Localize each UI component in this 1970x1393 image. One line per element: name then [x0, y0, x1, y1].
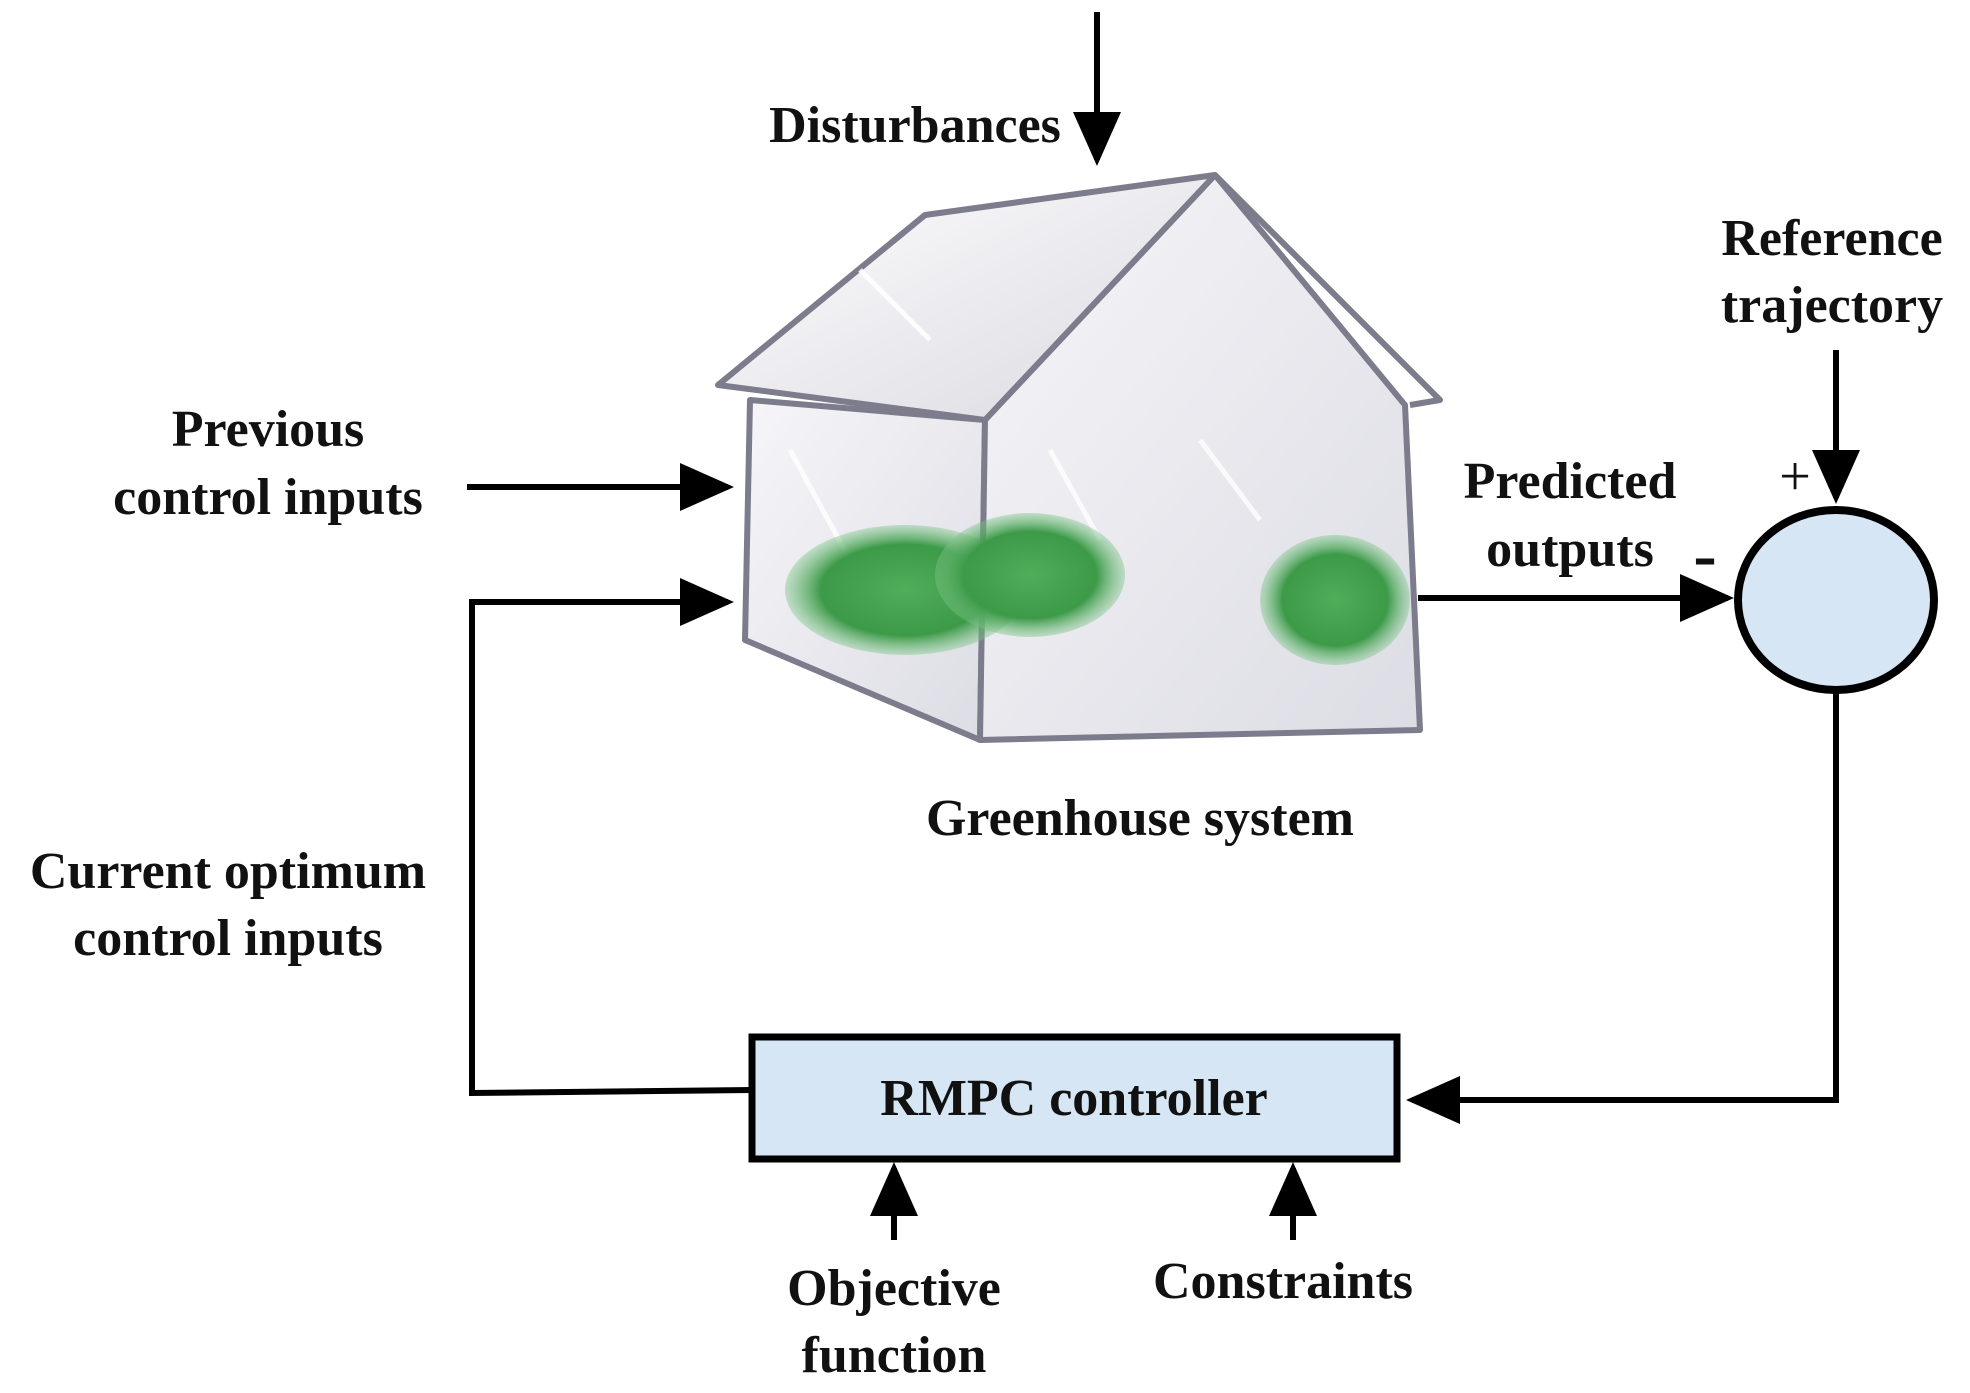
- error-path: [1406, 692, 1839, 1124]
- objective-label-line2: function: [802, 1327, 987, 1384]
- current-label-line2: control inputs: [73, 910, 383, 967]
- objective-label-line1: Objective: [787, 1260, 1001, 1317]
- reference-label-line2: trajectory: [1721, 277, 1943, 334]
- minus-sign: -: [1693, 517, 1716, 594]
- previous-label-line2: control inputs: [113, 469, 423, 526]
- constraints-label: Constraints: [1153, 1253, 1413, 1310]
- disturbances-label: Disturbances: [769, 97, 1061, 154]
- plus-sign: +: [1779, 446, 1811, 508]
- controller-label: RMPC controller: [880, 1070, 1267, 1127]
- predicted-label-line2: outputs: [1486, 521, 1654, 578]
- current-inputs-path: [469, 578, 753, 1097]
- greenhouse-icon: [715, 172, 1443, 743]
- predicted-label-line1: Predicted: [1464, 453, 1677, 510]
- current-label-line1: Current optimum: [30, 843, 426, 900]
- greenhouse-label: Greenhouse system: [926, 790, 1354, 847]
- summing-junction-icon: [1734, 506, 1938, 694]
- plant-mid-icon: [935, 513, 1125, 637]
- plant-right-icon: [1260, 535, 1410, 665]
- rmpc-controller-box: [748, 1033, 1401, 1163]
- previous-label-line1: Previous: [172, 401, 365, 458]
- reference-label-line1: Reference: [1721, 210, 1942, 267]
